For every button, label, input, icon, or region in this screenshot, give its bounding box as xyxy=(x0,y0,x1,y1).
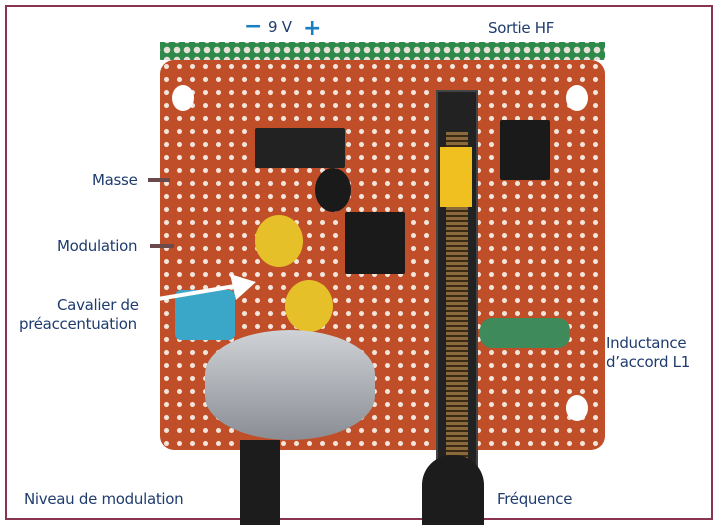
capacitor xyxy=(285,280,333,332)
frequency-slider xyxy=(436,90,478,510)
output-label: Sortie HF xyxy=(488,19,555,37)
minus-sign: − xyxy=(244,14,263,39)
plus-sign: + xyxy=(303,16,322,41)
modulation-lead xyxy=(150,244,174,248)
mod-level-label: Niveau de modulation xyxy=(24,490,184,508)
figure-frame xyxy=(5,5,713,520)
slider-base xyxy=(422,455,484,525)
potentiometer xyxy=(205,330,375,440)
coil xyxy=(500,120,550,180)
inductance-label-line2: d’accord L1 xyxy=(606,353,690,371)
pot-shaft xyxy=(240,440,280,525)
slider-knob xyxy=(440,147,472,207)
jumper-label-line1: Cavalier de xyxy=(57,296,139,314)
ic-chip xyxy=(345,212,405,274)
slider-spring xyxy=(446,132,468,472)
mount-hole xyxy=(566,395,588,421)
capacitor xyxy=(255,215,303,267)
arrow-icon xyxy=(151,274,256,302)
stripboard-edge xyxy=(160,42,605,60)
capacitor xyxy=(315,168,351,212)
voltage-label: 9 V xyxy=(268,18,292,36)
capacitor xyxy=(175,290,235,340)
frequency-label: Fréquence xyxy=(497,490,573,508)
mount-hole xyxy=(172,85,194,111)
ground-label: Masse xyxy=(92,171,138,189)
mount-hole xyxy=(566,85,588,111)
inductance-label-line1: Inductance xyxy=(606,334,687,352)
inductor-l1 xyxy=(480,318,570,348)
regulator xyxy=(255,128,345,168)
modulation-label: Modulation xyxy=(57,237,138,255)
ground-lead xyxy=(148,178,170,182)
jumper-label-line2: préaccentuation xyxy=(19,315,137,333)
